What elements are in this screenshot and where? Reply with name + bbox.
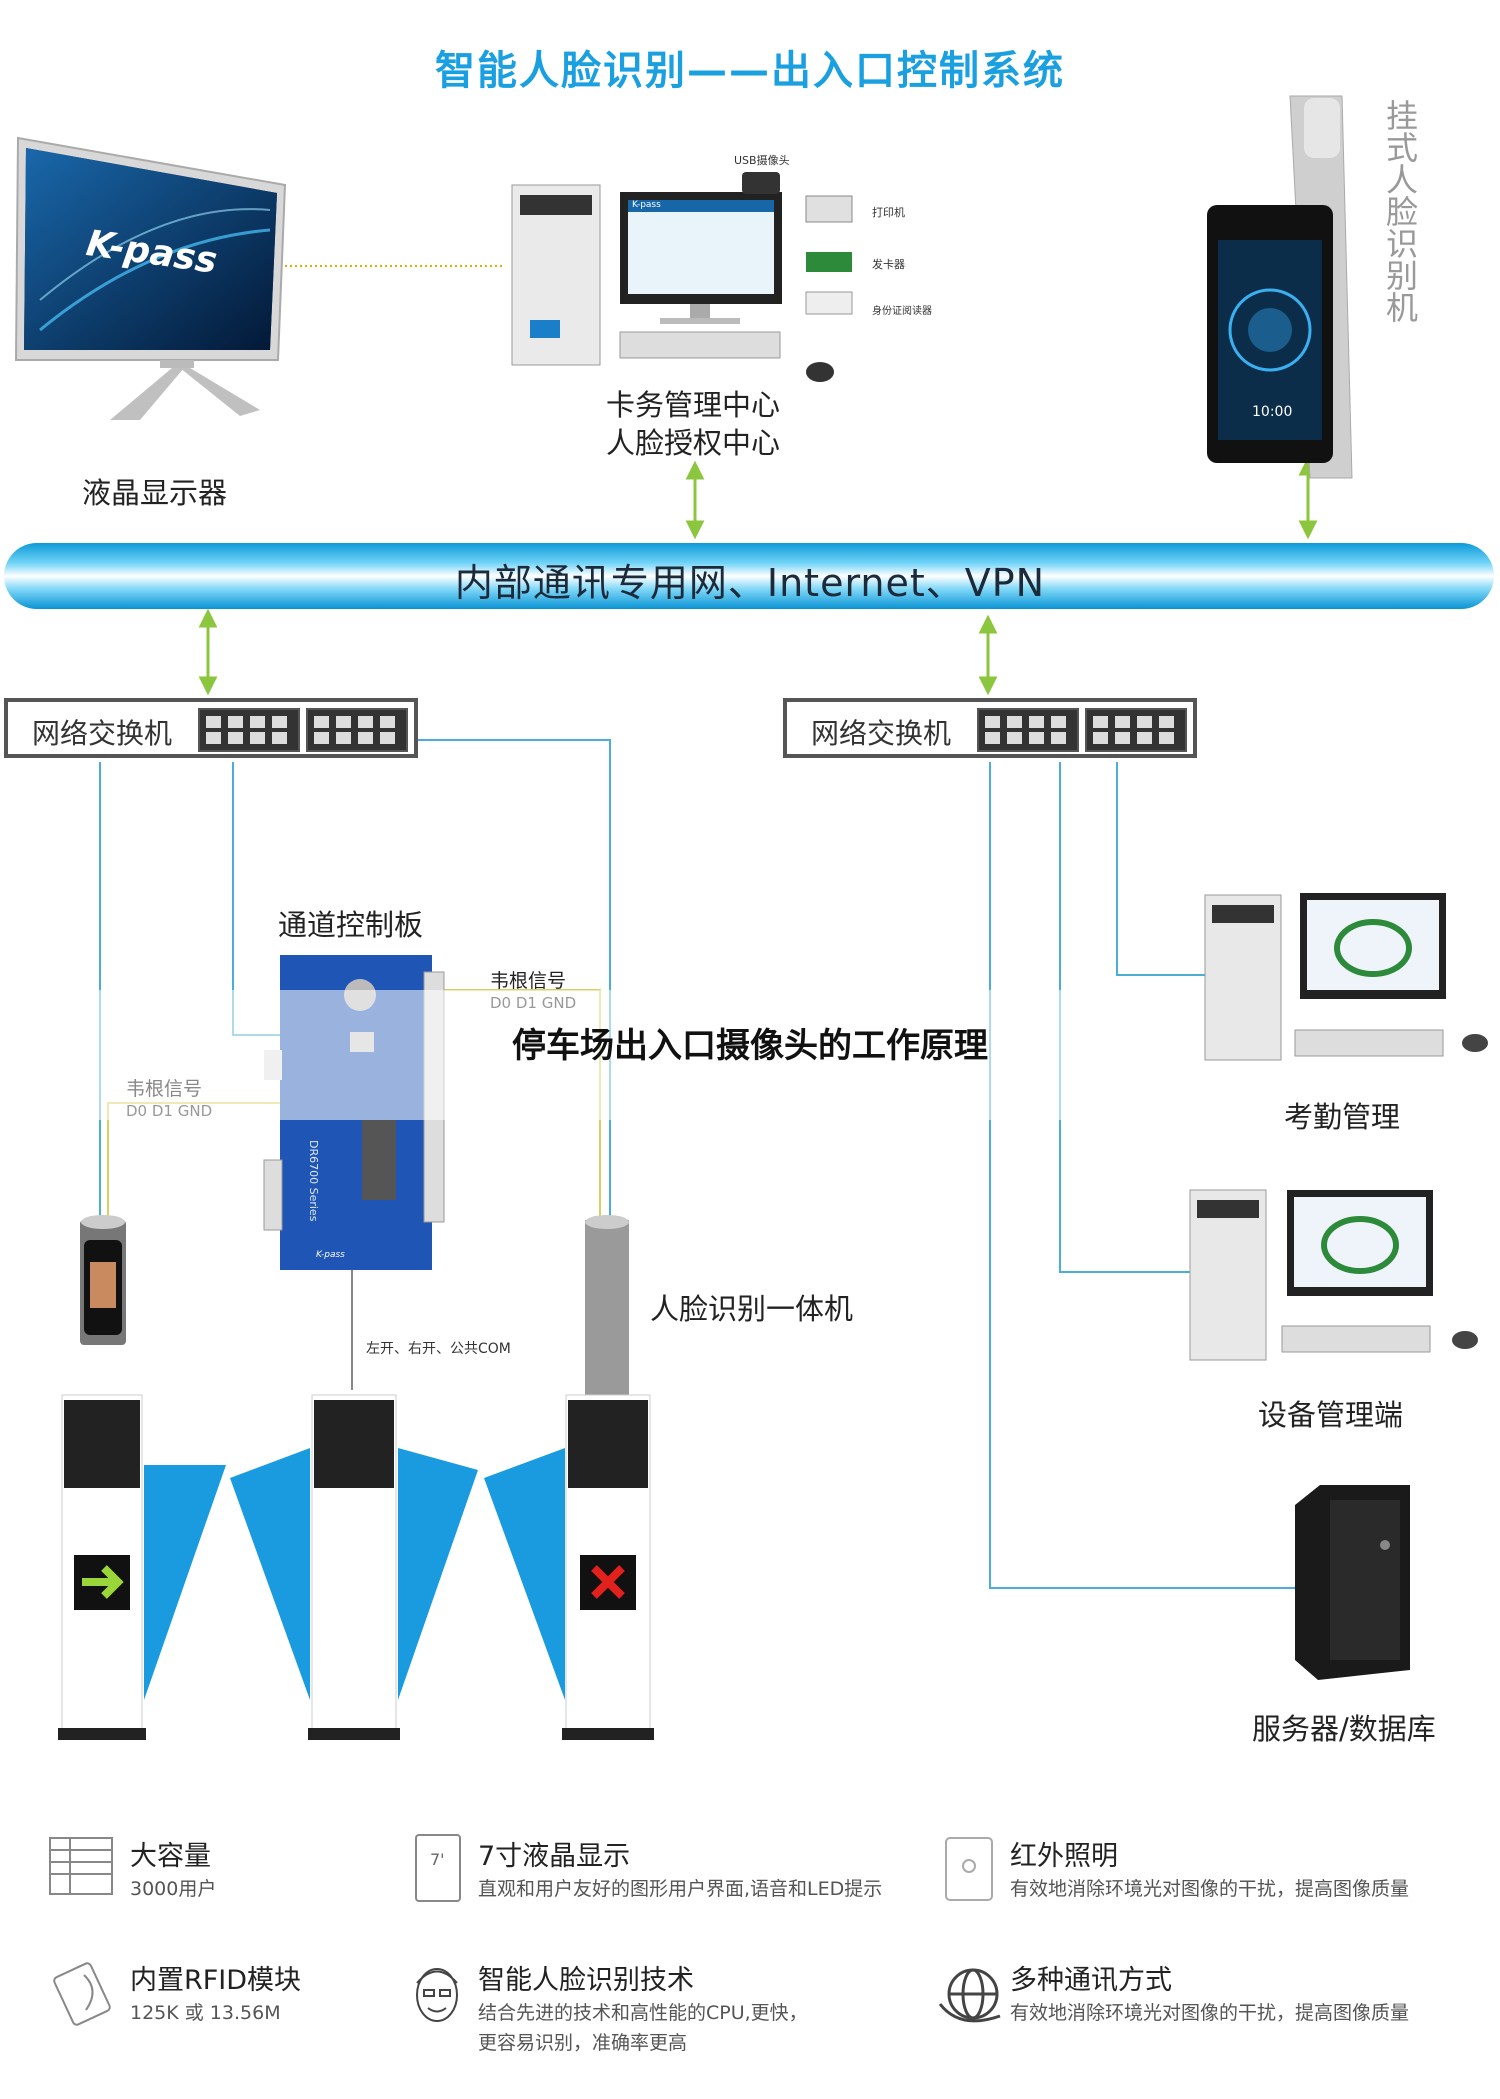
arrow-network-switch-right xyxy=(978,614,998,696)
switch-right-label: 网络交换机 xyxy=(811,717,952,750)
feature-desc: 3000用户 xyxy=(130,1878,217,1900)
page-title: 智能人脸识别——出入口控制系统 xyxy=(435,48,1065,94)
wiegand-left-label: 韦根信号 xyxy=(126,1078,203,1100)
gate-wing xyxy=(398,1448,478,1700)
usb-camera-label: USB摄像头 xyxy=(734,154,790,167)
feature-desc: 125K 或 13.56M xyxy=(130,2002,281,2024)
turnstile-middle xyxy=(308,1394,400,1740)
wall-device-time: 10:00 xyxy=(1252,404,1293,420)
card-issuer-label: 发卡器 xyxy=(872,258,905,271)
turnstile-left xyxy=(58,1215,146,1740)
globe-icon xyxy=(938,1968,1001,2023)
screen-icon xyxy=(415,1834,461,1902)
feature-title: 大容量 xyxy=(130,1841,211,1872)
wall-face-device xyxy=(1207,95,1353,479)
feature-desc: 有效地消除环境光对图像的干扰，提高图像质量 xyxy=(1010,2002,1410,2024)
turnstile-right xyxy=(562,1215,654,1740)
table-icon xyxy=(49,1837,113,1895)
network-bar xyxy=(4,543,1494,609)
server-label: 服务器/数据库 xyxy=(1252,1712,1436,1746)
control-board-brand: K-pass xyxy=(316,1250,345,1260)
device-mgmt-pc xyxy=(1189,1189,1478,1361)
overlay-title: 停车场出入口摄像头的工作原理 xyxy=(512,1026,988,1066)
feature-desc-line2: 更容易识别，准确率更高 xyxy=(478,2032,688,2054)
server-tower xyxy=(1295,1485,1410,1680)
relay-label: 左开、右开、公共COM xyxy=(366,1341,511,1357)
network-label: 内部通讯专用网、Internet、VPN xyxy=(454,561,1046,605)
card-center-label-line2: 人脸授权中心 xyxy=(606,426,781,460)
attendance-pc xyxy=(1204,893,1488,1061)
wiegand-left-pins: D0 D1 GND xyxy=(126,1102,213,1120)
control-board-model: DR6700 Series xyxy=(307,1140,320,1222)
switch-right-links xyxy=(989,762,1295,1589)
gate-wing xyxy=(144,1465,226,1700)
feature-title: 内置RFID模块 xyxy=(130,1965,302,1996)
id-reader-label: 身份证阅读器 xyxy=(872,306,932,317)
control-board-label: 通道控制板 xyxy=(278,908,424,942)
network-switch-left: 网络交换机 xyxy=(4,698,418,758)
switch-left-label: 网络交换机 xyxy=(32,717,173,750)
rfid-card-icon xyxy=(53,1962,111,2026)
switch-ports xyxy=(198,708,300,752)
arrow-card-center-network xyxy=(685,460,705,540)
lcd-monitor xyxy=(14,136,287,420)
feature-desc: 有效地消除环境光对图像的干扰，提高图像质量 xyxy=(1010,1878,1410,1900)
device-mgmt-label: 设备管理端 xyxy=(1258,1398,1404,1432)
card-center-label-line1: 卡务管理中心 xyxy=(606,388,781,422)
switch-ports xyxy=(977,708,1079,752)
network-switch-right: 网络交换机 xyxy=(783,698,1197,758)
infrared-icon xyxy=(945,1837,993,1901)
wiegand-right-pins: D0 D1 GND xyxy=(490,994,577,1012)
monitor-label: 液晶显示器 xyxy=(82,476,228,510)
attendance-label: 考勤管理 xyxy=(1284,1100,1401,1134)
gate-wing xyxy=(484,1448,565,1700)
feature-desc: 直观和用户友好的图形用户界面,语音和LED提示 xyxy=(478,1878,883,1900)
feature-title: 智能人脸识别技术 xyxy=(478,1965,694,1996)
feature-title: 7寸液晶显示 xyxy=(478,1841,631,1872)
feature-title: 多种通讯方式 xyxy=(1010,1965,1172,1996)
feature-desc: 结合先进的技术和高性能的CPU,更快， xyxy=(478,2002,808,2024)
arrow-network-switch-left xyxy=(198,608,218,696)
card-center-pc xyxy=(511,172,853,382)
face-icon xyxy=(416,1968,458,2022)
printer-label: 打印机 xyxy=(872,206,905,219)
gate-wing xyxy=(230,1448,310,1700)
wiegand-right-label: 韦根信号 xyxy=(490,970,567,992)
feature-title: 红外照明 xyxy=(1010,1841,1118,1872)
switch-ports xyxy=(1085,708,1187,752)
screen-icon-text: 7' xyxy=(430,1850,445,1869)
face-terminal-label: 人脸识别一体机 xyxy=(650,1292,854,1326)
switch-ports xyxy=(306,708,408,752)
wall-device-label: 挂式人脸识别机 xyxy=(1385,97,1418,327)
card-center-screen-brand: K-pass xyxy=(632,200,661,210)
